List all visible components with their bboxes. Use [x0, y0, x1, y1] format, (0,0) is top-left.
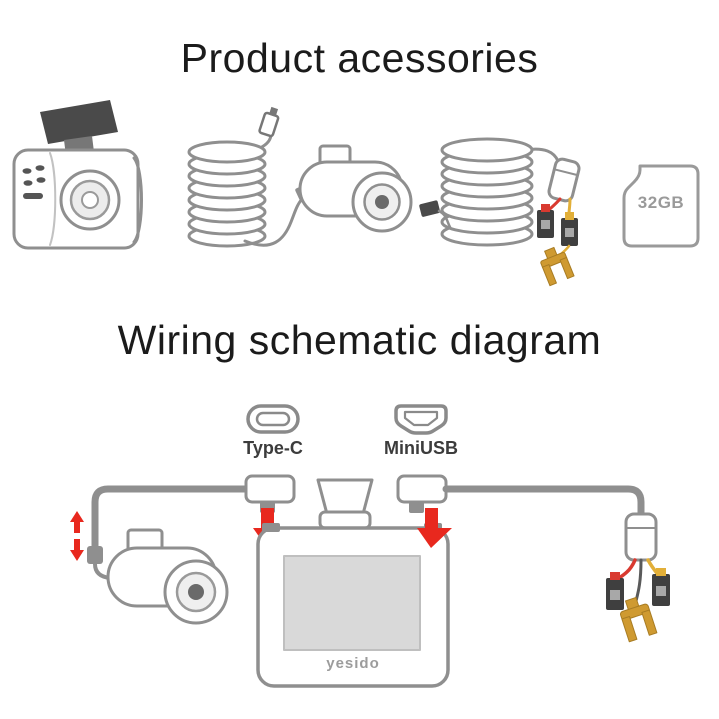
sd-card-capacity-label: 32GB: [637, 193, 685, 212]
hardwire-module: [624, 512, 658, 562]
ground-fork-terminal: [540, 246, 575, 287]
cable-coil: [440, 137, 534, 247]
wiring-dashcam: [256, 478, 450, 688]
rear-camera-cable: [91, 485, 254, 552]
dashcam-button: [22, 168, 32, 174]
ground-fork-terminal: [619, 597, 658, 643]
dashcam-button: [35, 165, 45, 171]
type-c-connector-icon: [246, 404, 300, 434]
insert-remove-arrows-icon: [70, 511, 84, 561]
hardwire-module: [547, 157, 581, 203]
mini-usb-plug: [396, 474, 448, 504]
cable-coil: [187, 140, 267, 248]
dashcam-brand-logo: yesido: [326, 655, 380, 672]
mini-usb-connector-icon: [394, 404, 448, 435]
fuse-tap-connector: [606, 572, 624, 610]
hardwire-kit-illustration: [419, 137, 581, 287]
windshield-mount: [40, 100, 118, 144]
dashcam-button: [23, 180, 33, 186]
wiring-left-assembly: [70, 474, 296, 625]
accessories-section-title: Product acessories: [180, 35, 539, 81]
usb-plug-icon: [258, 106, 280, 138]
ground-wire: [634, 558, 643, 603]
dashcam-speaker-slot: [23, 193, 43, 199]
camera-plug: [87, 546, 103, 564]
dashcam-mount: [316, 478, 374, 516]
dashcam-button: [36, 177, 46, 183]
fuse-tap-connector: [652, 568, 670, 606]
wiring-right-assembly: [396, 474, 670, 643]
coiled-cable-rear-camera-illustration: [187, 106, 413, 248]
type-c-plug: [244, 474, 296, 504]
fuse-tap-connector: [561, 212, 578, 246]
wiring-section-title: Wiring schematic diagram: [117, 317, 602, 363]
dashcam-illustration: [12, 100, 143, 250]
fuse-tap-connector: [537, 204, 554, 238]
insert-arrow-down-icon: [417, 508, 452, 548]
yellow-wire: [567, 197, 572, 216]
hardwire-cable: [442, 485, 645, 520]
type-c-port: [262, 523, 280, 532]
micro-sd-card-icon: [622, 164, 700, 248]
power-plug: [419, 200, 441, 217]
dashcam-screen: [283, 555, 421, 651]
type-c-label: Type-C: [243, 438, 303, 458]
mini-usb-label: MiniUSB: [384, 438, 458, 458]
